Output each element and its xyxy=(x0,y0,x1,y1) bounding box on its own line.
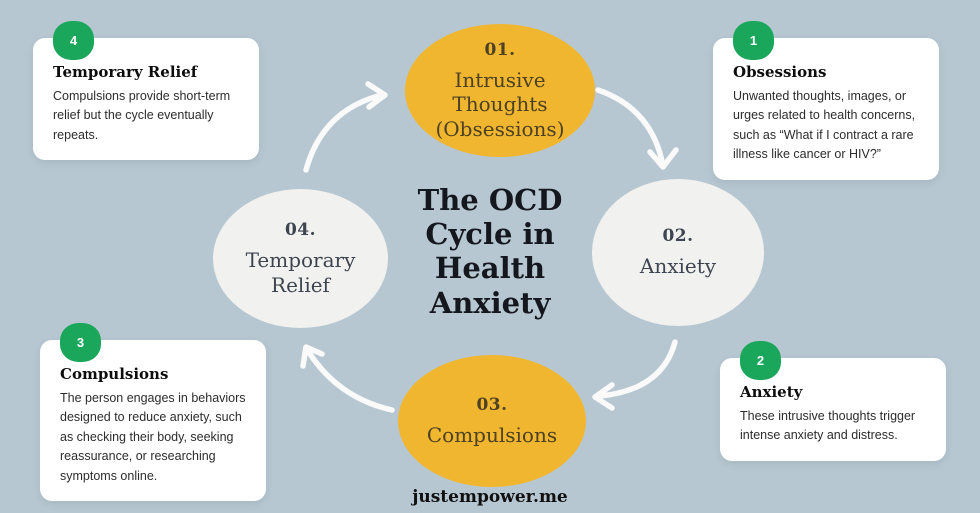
step-number: 04. xyxy=(284,220,317,241)
card-body: These intrusive thoughts trigger intense… xyxy=(740,409,916,443)
cycle-step-temporary-relief: 04. Temporary Relief xyxy=(213,189,388,328)
step-number: 02. xyxy=(662,226,694,247)
arrow-anxiety-to-compulsions xyxy=(597,339,678,399)
card-title: Temporary Relief xyxy=(53,63,198,81)
page-title-line-2: Cycle in xyxy=(425,217,555,252)
card-body: Compulsions provide short-term relief bu… xyxy=(53,89,231,142)
arrow-thoughts-to-anxiety-head xyxy=(647,147,679,170)
arrow-relief-to-thoughts-head xyxy=(365,81,388,110)
page-title: The OCD Cycle in Health Anxiety xyxy=(393,183,587,320)
card-compulsions: 3 Compulsions The person engages in beha… xyxy=(40,323,266,501)
step-label: Temporary Relief xyxy=(245,248,356,297)
card-body: Unwanted thoughts, images, or urges rela… xyxy=(733,89,916,162)
page-title-line-3: Health xyxy=(434,251,546,286)
arrow-relief-to-thoughts xyxy=(303,93,381,173)
badge-2: 2 xyxy=(740,341,781,380)
step-number: 01. xyxy=(484,39,516,60)
card-title: Obsessions xyxy=(733,63,827,81)
cycle-step-intrusive-thoughts: 01. Intrusive Thoughts (Obsessions) xyxy=(405,24,595,157)
arrow-compulsions-to-relief xyxy=(305,348,395,413)
arrow-compulsions-to-relief-head xyxy=(300,344,325,369)
card-temporary-relief: 4 Temporary Relief Compulsions provide s… xyxy=(33,21,259,161)
card-anxiety: 2 Anxiety These intrusive thoughts trigg… xyxy=(720,341,946,461)
badge-3: 3 xyxy=(60,323,101,362)
arrow-thoughts-to-anxiety xyxy=(595,87,665,164)
badge-4: 4 xyxy=(53,21,94,60)
card-obsessions: 1 Obsessions Unwanted thoughts, images, … xyxy=(713,21,939,180)
cycle-step-compulsions: 03. Compulsions xyxy=(398,355,586,487)
step-label: Intrusive Thoughts (Obsessions) xyxy=(435,67,565,141)
card-body: The person engages in behaviors designed… xyxy=(60,391,246,483)
step-label: Anxiety xyxy=(639,254,717,279)
step-label: Compulsions xyxy=(426,422,558,447)
card-title: Compulsions xyxy=(60,365,169,383)
arrow-anxiety-to-compulsions-head xyxy=(592,382,615,411)
footer-watermark: justempower.me xyxy=(412,487,568,507)
badge-1: 1 xyxy=(733,21,774,60)
step-number: 03. xyxy=(476,394,508,415)
page-title-line-4: Anxiety xyxy=(429,285,551,320)
page-title-line-1: The OCD xyxy=(417,183,563,217)
card-title: Anxiety xyxy=(740,383,803,401)
cycle-step-anxiety: 02. Anxiety xyxy=(592,179,764,326)
